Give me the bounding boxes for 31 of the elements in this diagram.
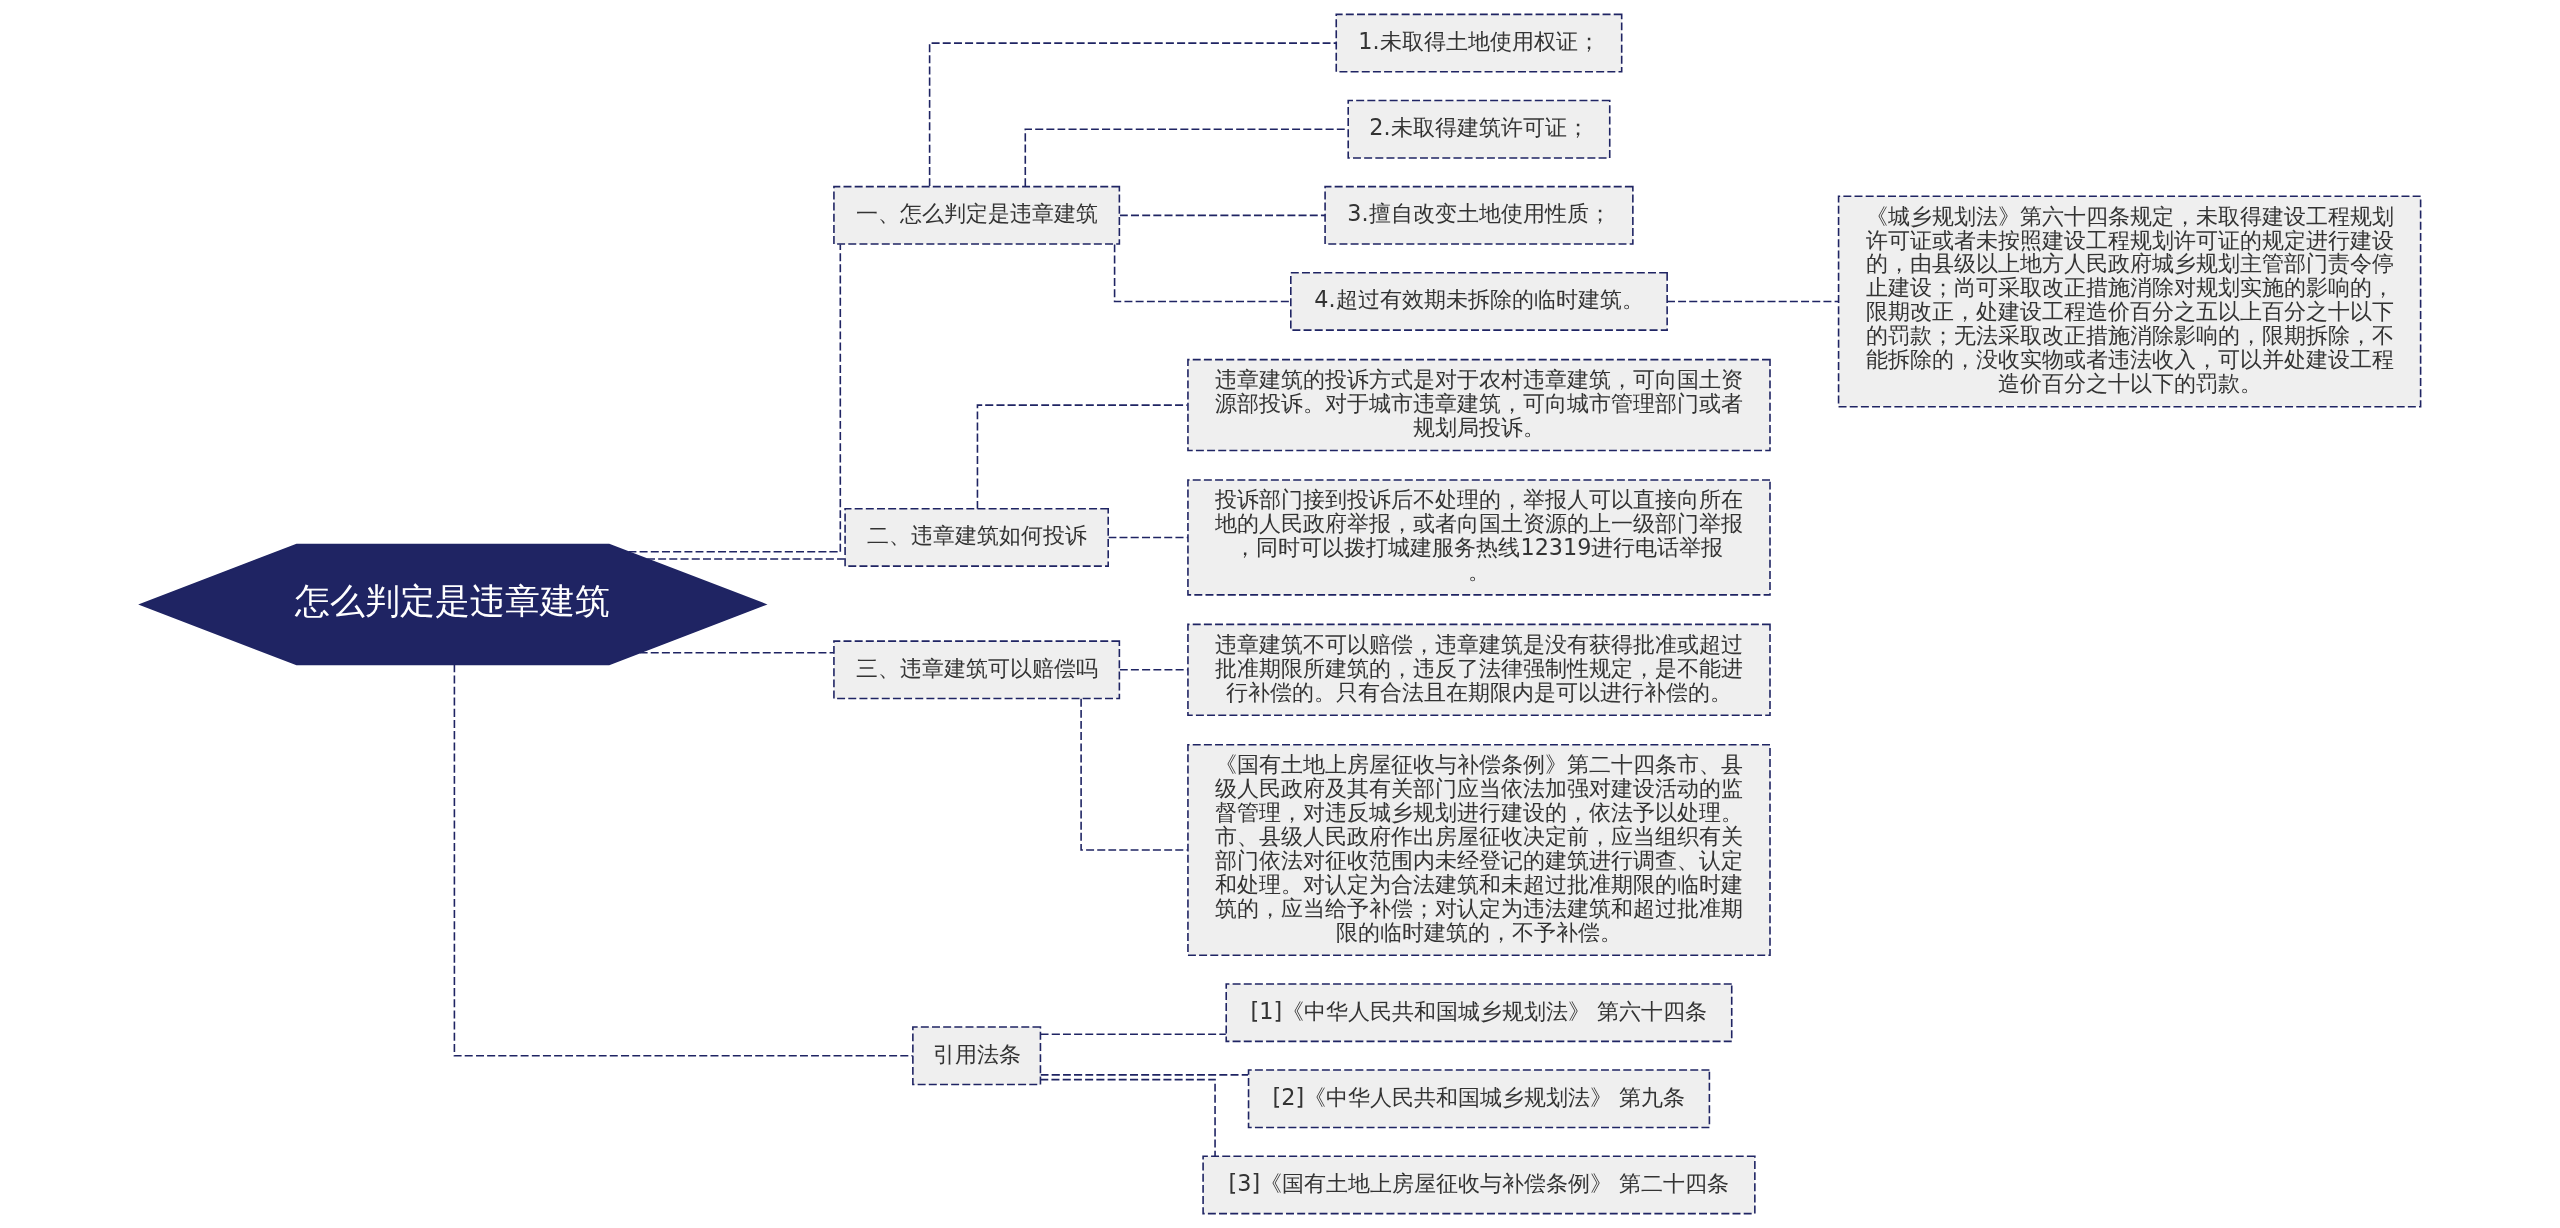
node-box: 一、怎么判定是违章建筑 — [832, 185, 1120, 245]
node-box: 违章建筑不可以赔偿，违章建筑是没有获得批准或超过批准期限所建筑的，违反了法律强制性规定，是不能进行补偿的。只有合法且在期限内是可以进行补偿的。 — [1186, 623, 1771, 717]
connector — [1039, 1033, 1227, 1035]
node-box: 3.擅自改变土地使用性质； — [1323, 185, 1634, 245]
node-box: 4.超过有效期未拆除的临时建筑。 — [1289, 271, 1668, 331]
node-box: 2.未取得建筑许可证； — [1346, 99, 1611, 159]
connector — [1118, 214, 1326, 217]
connector — [928, 42, 1337, 187]
node-box: 投诉部门接到投诉后不处理的，举报人可以直接向所在地的人民政府举报，或者向国土资源的上一级部门举报，同时可以拨打城建服务热线12319进行电话举报。 — [1186, 479, 1771, 596]
connector — [627, 243, 841, 553]
connector — [976, 404, 1188, 510]
node-box: [3]《国有土地上房屋征收与补偿条例》 第二十四条 — [1201, 1155, 1756, 1215]
node-box: 二、违章建筑如何投诉 — [843, 507, 1109, 567]
connector — [1113, 243, 1291, 303]
connector — [638, 651, 835, 654]
node-box: 违章建筑的投诉方式是对于农村违章建筑，可向国土资源部投诉。对于城市违章建筑，可向城市管理部门或者规划局投诉。 — [1186, 358, 1771, 452]
connector — [1039, 1078, 1216, 1157]
connector — [453, 663, 913, 1057]
node-box: 《城乡规划法》第六十四条规定，未取得建设工程规划许可证或者未按照建设工程规划许可证的规定进行建设的，由县级以上地方人民政府城乡规划主管部门责令停止建设；尚可采取改正措施消除对规划实施的影响的，限期改正，处建设工程造价百分之五以上百分之十以下的罚款；无法采取改正措施消除影响的，限期拆除，不能拆除的，没收实物或者违法收入，可以并处建设工程造价百分之十以下的罚款。 — [1837, 195, 2421, 408]
connector — [1079, 697, 1188, 851]
node-box: 《国有土地上房屋征收与补偿条例》第二十四条市、县级人民政府及其有关部门应当依法加强对建设活动的监督管理，对违反城乡规划进行建设的，依法予以处理。市、县级人民政府作出房屋征收决定前，应当组织有关部门依法对征收范围内未经登记的建筑进行调查、认定和处理。对认定为合法建筑和未超过批准期限的临时建筑的，应当给予补偿；对认定为违法建筑和超过批准期限的临时建筑的，不予补偿。 — [1186, 743, 1771, 957]
node-box: 三、违章建筑可以赔偿吗 — [832, 640, 1120, 700]
connector — [1107, 536, 1189, 539]
node-box: [1]《中华人民共和国城乡规划法》 第六十四条 — [1224, 983, 1733, 1043]
node-box: 引用法条 — [911, 1026, 1041, 1086]
connector — [1039, 1074, 1249, 1076]
connector — [645, 558, 845, 560]
node-box: 1.未取得土地使用权证； — [1334, 13, 1622, 73]
connector — [1665, 300, 1839, 303]
node-box: [2]《中华人民共和国城乡规划法》 第九条 — [1247, 1069, 1710, 1129]
connector — [1118, 669, 1189, 671]
